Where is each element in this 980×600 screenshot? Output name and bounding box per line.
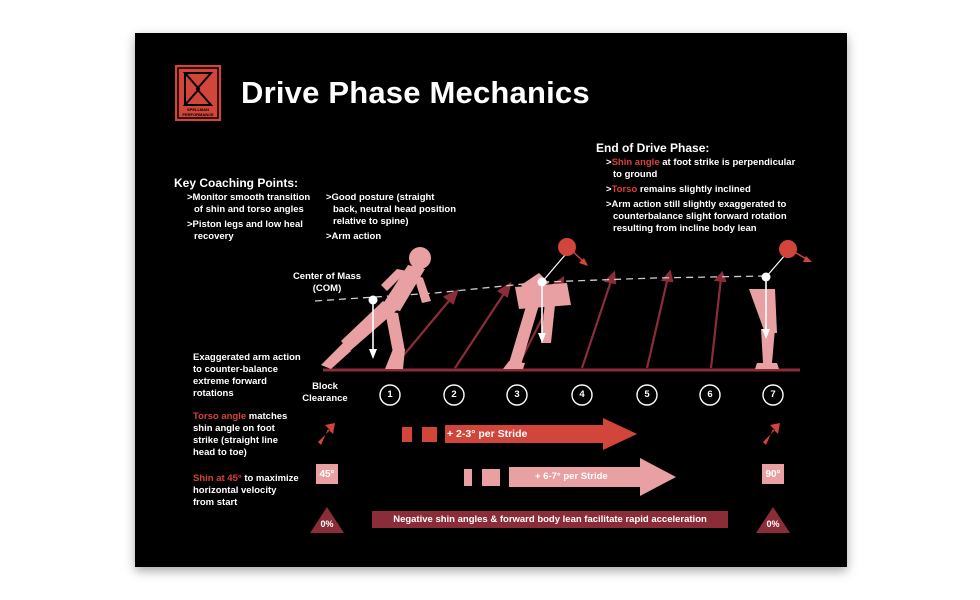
torso-arrow-body: [445, 418, 637, 450]
shin-90-box: 90°: [762, 464, 784, 484]
stride-label-6: 6: [707, 389, 713, 400]
shin-arrow-2: [454, 288, 508, 369]
stride-circle-5: [636, 384, 658, 406]
percent-triangle-left: [310, 507, 344, 533]
runner-stride-7: [749, 289, 779, 369]
shin-arrow-2-head: [496, 281, 512, 298]
shin-angle-note: Shin at 45° to maximize horizontal veloc…: [193, 473, 299, 508]
shin-arrow-1-head: [442, 288, 459, 305]
torso-arrow-dash-2: [422, 427, 437, 442]
stride-label-1: 1: [387, 389, 393, 400]
small-angle-arrow-right: [763, 423, 780, 445]
com-label: Center of Mass (COM): [292, 271, 362, 294]
brand-logo: SPELLMAN PERFORMANCE: [175, 65, 221, 121]
tri-right-label: 0%: [766, 519, 780, 529]
stride-label-3: 3: [514, 389, 520, 400]
end-drive-heading: End of Drive Phase:: [596, 141, 710, 155]
acceleration-banner: Negative shin angles & forward body lean…: [372, 511, 728, 528]
stride-circle-1: [379, 384, 401, 406]
shin-45-box: 45°: [316, 464, 338, 484]
key-coaching-heading: Key Coaching Points:: [174, 176, 299, 190]
stride-circle-3: [506, 384, 528, 406]
shin-arrow-5: [645, 276, 670, 369]
shin-arrow-dash-2: [482, 469, 500, 486]
shin-arrow-5-head: [660, 269, 674, 283]
torso-angle-note: Torso angle matches shin angle on foot s…: [193, 411, 288, 458]
stride-markers: [379, 384, 784, 406]
text-layer: SPELLMAN PERFORMANCE Drive Phase Mechani…: [135, 33, 847, 567]
shin-arrow-body: [509, 458, 676, 496]
torso-arrow-dash-1: [402, 427, 412, 442]
com-point-runner1: [368, 295, 378, 305]
tri-left-label: 0%: [320, 519, 334, 529]
com-vector-runner2-head: [538, 333, 546, 343]
head-vector-runner3-head: [803, 256, 812, 262]
torso-line-runner3: [765, 254, 786, 278]
block-clearance-label: Block Clearance: [302, 381, 348, 404]
shin-arrow-4-head: [603, 270, 617, 285]
shin-arrow-label: + 6-7° per Stride: [535, 471, 608, 482]
head-vector-runner2-head: [579, 258, 588, 266]
torso-arrow-label: + 2-3° per Stride: [447, 428, 528, 440]
percent-triangle-right: [756, 507, 790, 533]
stride-label-4: 4: [579, 389, 585, 400]
shin-arrow-4: [580, 277, 614, 369]
small-angle-arrow-left: [318, 423, 335, 445]
com-vector-runner1-head: [369, 349, 377, 359]
stride-circle-7: [762, 384, 784, 406]
runner-block-clearance: [321, 247, 431, 369]
key-coaching-col1: >Monitor smooth transition of shin and t…: [187, 192, 311, 242]
stride-label-7: 7: [770, 389, 776, 400]
stride-label-2: 2: [451, 389, 457, 400]
end-drive-notes: >Shin angle at foot strike is perpendicu…: [606, 157, 796, 234]
stride-circle-2: [443, 384, 465, 406]
stride-circle-6: [699, 384, 721, 406]
stride-label-5: 5: [644, 389, 650, 400]
key-coaching-col2: >Good posture (straight back, neutral he…: [326, 192, 456, 242]
arm-action-note: Exaggerated arm action to counter-balanc…: [193, 352, 301, 399]
torso-line-runner2: [541, 254, 566, 283]
runner-stride-3: [503, 273, 571, 369]
shin-arrow-dash-1: [464, 469, 472, 486]
shin-arrow-6: [709, 277, 723, 369]
logo-mark-icon: [177, 67, 219, 119]
logo-brand-text: SPELLMAN PERFORMANCE: [182, 107, 214, 117]
stride-circle-4: [571, 384, 593, 406]
page-title: Drive Phase Mechanics: [241, 75, 590, 110]
head-marker-runner3: [779, 240, 797, 258]
diagram-graphics: [310, 238, 812, 533]
head-marker-runner2: [558, 238, 576, 256]
com-vector-runner3-head: [762, 329, 770, 339]
